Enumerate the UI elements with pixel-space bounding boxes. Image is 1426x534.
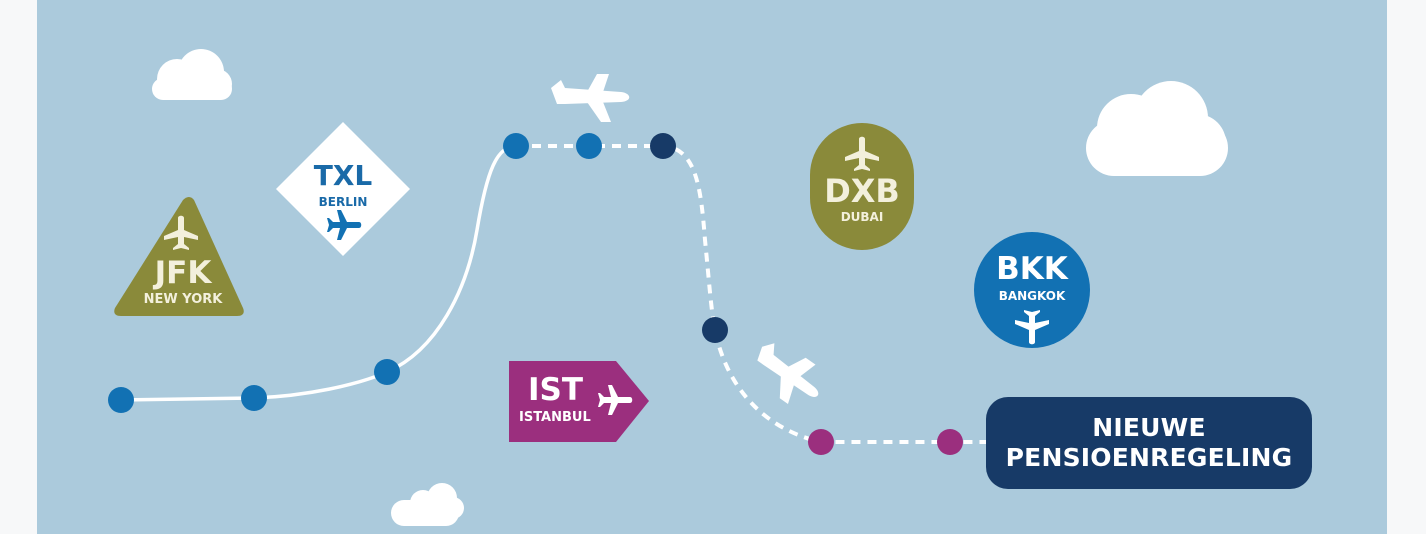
route-canvas (108, 49, 1228, 526)
route-solid-line (119, 144, 518, 402)
route-dot (650, 133, 676, 159)
bkk-circle-shape (974, 232, 1090, 348)
airport-city-txl: BERLIN (318, 195, 368, 209)
airport-code-bkk: BKK (996, 251, 1068, 287)
cloud-icon (391, 483, 464, 526)
airplane-down-icon (1015, 310, 1049, 345)
airport-code-dxb: DXB (824, 172, 900, 210)
route-dot (808, 429, 834, 455)
route-dot (108, 387, 134, 413)
route-dot (937, 429, 963, 455)
destination-box: NIEUWE PENSIOENREGELING (986, 397, 1312, 489)
airplane-right-icon (598, 385, 633, 415)
destination-line-2: PENSIOENREGELING (1005, 443, 1293, 472)
airplane-flying-right-icon (551, 74, 630, 122)
txl-diamond-shape (276, 122, 410, 256)
jfk-triangle-shape (114, 197, 244, 316)
cloud-icon (1086, 81, 1228, 176)
airplane-left-icon (327, 210, 362, 240)
airplane-descending-icon (757, 343, 819, 404)
airport-city-jfk: NEW YORK (143, 292, 223, 307)
destination-line-1: NIEUWE (1092, 413, 1206, 442)
route-dashed-line (516, 144, 986, 444)
dxb-oval-shape (810, 123, 914, 250)
airport-city-bkk: BANGKOK (998, 289, 1066, 303)
cloud-icon (152, 49, 232, 100)
route-dot (503, 133, 529, 159)
airport-code-ist: IST (528, 372, 584, 408)
airplane-up-icon (845, 136, 879, 171)
airport-code-jfk: JFK (154, 255, 212, 291)
route-dot (241, 385, 267, 411)
travel-route-illustration: JFK NEW YORK TXL BERLIN DXB DUBAI BKK BA… (37, 0, 1387, 534)
route-dot (576, 133, 602, 159)
route-dot (702, 317, 728, 343)
airport-code-txl: TXL (313, 159, 373, 192)
route-dot (374, 359, 400, 385)
ist-tag-shape (509, 361, 649, 442)
airport-city-dxb: DUBAI (840, 210, 884, 224)
airport-city-ist: ISTANBUL (519, 410, 591, 425)
airplane-up-icon (164, 215, 198, 250)
